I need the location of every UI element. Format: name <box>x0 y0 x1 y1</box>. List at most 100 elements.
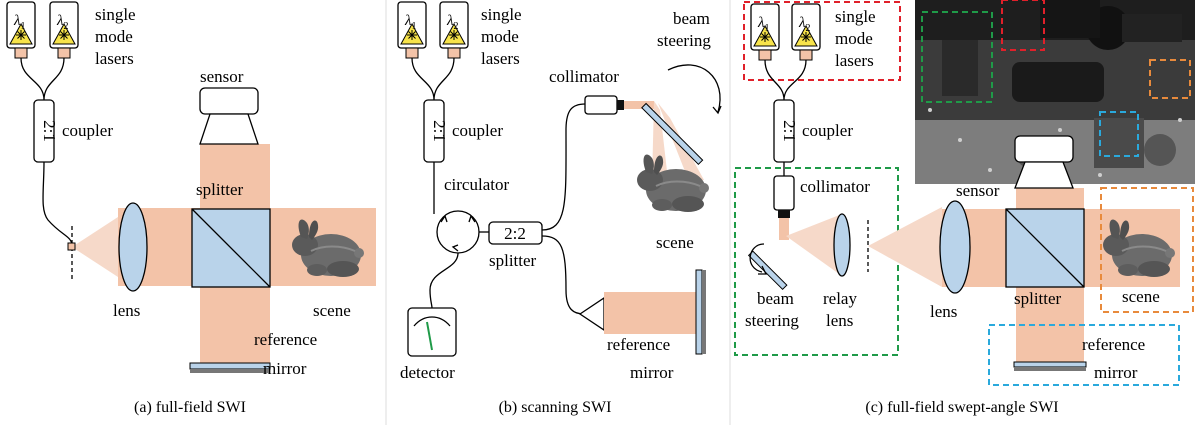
caption-c: (c) full-field swept-angle SWI <box>865 399 1058 416</box>
fiber-wire-b <box>411 57 455 101</box>
scene-label: scene <box>313 301 351 320</box>
collimator-tip <box>617 100 624 110</box>
lasers-label-b-line1: single <box>481 5 522 24</box>
fiber-to-detector <box>429 252 459 309</box>
lasers-label-c-line3: lasers <box>835 51 874 70</box>
fiber-to-collimator <box>541 103 586 231</box>
steering-mirror-c <box>747 250 788 291</box>
reference-label-c-line1: reference <box>1082 335 1145 354</box>
lasers-red-outline <box>743 1 901 81</box>
coupler-label: coupler <box>62 121 113 140</box>
lasers-label-b-line3: lasers <box>481 49 520 68</box>
detector-needle-icon <box>426 321 433 351</box>
steering-label-line2: steering <box>657 31 711 50</box>
fiber-splitter-box <box>488 221 543 245</box>
diverging-beam <box>72 217 118 277</box>
lasers-label-c-line2: mode <box>835 29 873 48</box>
lens-icon <box>118 202 148 292</box>
reference-mirror-b <box>695 269 703 355</box>
steering-arc <box>667 64 721 113</box>
lasers-label-line2: mode <box>95 27 133 46</box>
sensor-lens-icon <box>199 113 259 145</box>
fiber-wire-2 <box>42 161 73 247</box>
relay-label-line2: lens <box>826 311 853 330</box>
detector-dial <box>413 316 451 327</box>
scene-label-b: scene <box>656 233 694 252</box>
coupler-label-b: coupler <box>452 121 503 140</box>
lambda-2-label-b: λ2 <box>446 13 459 32</box>
photo-green-outline <box>921 11 993 103</box>
steering-arrow-icon <box>712 105 722 115</box>
collimator-label: collimator <box>549 67 619 86</box>
sensor-label: sensor <box>200 67 244 86</box>
splitter-label: splitter <box>196 180 244 199</box>
reference-label-line1: reference <box>254 330 317 349</box>
relay-label-line1: relay <box>823 289 857 308</box>
circulator-icon <box>436 210 480 254</box>
panel-a: λ1 λ2 single mode lasers 2:1 coupler len… <box>6 1 376 416</box>
reference-collimator-icon <box>578 296 605 332</box>
sensor-label-c: sensor <box>956 181 1000 200</box>
fiber-tip <box>67 242 76 251</box>
collimator-body-c <box>773 175 795 211</box>
lens-icon-c <box>939 200 971 294</box>
lasers-label-line3: lasers <box>95 49 134 68</box>
relay-lens-icon <box>833 213 851 277</box>
steering-arrow-icon-c <box>758 265 768 275</box>
panel-c: λ1 λ2 single mode lasers 2:1 coupler col… <box>734 0 1195 416</box>
lens-label-c: lens <box>930 302 957 321</box>
sensor-body-c <box>1014 135 1074 163</box>
reference-mirror-back <box>190 369 270 373</box>
reference-beam <box>604 292 696 334</box>
fiber-to-reference <box>541 235 585 315</box>
reference-mirror-c-back <box>1014 367 1086 371</box>
photo-orange-outline <box>1149 59 1191 99</box>
coupler-label-c: coupler <box>802 121 853 140</box>
reference-label-b-line1: reference <box>607 335 670 354</box>
diverging-beam-c <box>868 207 942 287</box>
collimator-label-c: collimator <box>800 177 870 196</box>
lambda-1-label: λ1 <box>13 13 26 32</box>
lasers-label-line1: single <box>95 5 136 24</box>
collimator-body <box>584 95 618 115</box>
lambda-1-label-c: λ1 <box>757 15 770 34</box>
reference-label-b-line2: mirror <box>630 363 674 382</box>
steering-mirror <box>641 102 704 166</box>
swept-angle-green-outline <box>734 167 899 356</box>
fiber-wire-c <box>764 59 807 101</box>
photo-red-outline <box>1001 0 1045 51</box>
lasers-label-b-line2: mode <box>481 27 519 46</box>
lambda-1-label-b: λ1 <box>404 13 417 32</box>
scene-orange-outline <box>1100 187 1194 313</box>
collimated-beam <box>624 101 654 109</box>
reference-label-line2: mirror <box>263 359 307 378</box>
collimator-tip-c <box>778 210 790 218</box>
reference-blue-outline <box>988 324 1180 386</box>
fiber-wire <box>20 57 65 101</box>
steering-arc-c <box>749 243 765 273</box>
steering-label-line1: beam <box>673 9 710 28</box>
sensor-lens-icon-c <box>1014 161 1074 189</box>
lens-label: lens <box>113 301 140 320</box>
reference-mirror <box>189 362 271 370</box>
caption-b: (b) scanning SWI <box>499 399 612 416</box>
coupler-ratio-c: 2:1 <box>780 120 799 142</box>
fiber-splitter-label: splitter <box>489 251 537 270</box>
circulator-arrows <box>440 214 476 252</box>
coupler-ratio-b: 2:1 <box>430 120 449 142</box>
relay-beam <box>786 214 842 276</box>
reference-mirror-c <box>1013 361 1087 368</box>
circulator-label: circulator <box>444 175 509 194</box>
lambda-2-label: λ2 <box>56 13 69 32</box>
reference-mirror-b-back <box>702 270 706 354</box>
collimated-beam-c <box>779 218 789 240</box>
panel-b: λ1 λ2 single mode lasers 2:1 coupler cir… <box>397 1 722 416</box>
splitter-diagonal <box>191 208 271 288</box>
detector-label: detector <box>400 363 455 382</box>
sensor-body <box>199 87 259 115</box>
steering-label-c-line1: beam <box>757 289 794 308</box>
scene-label-c: scene <box>1122 287 1160 306</box>
lasers-label-c-line1: single <box>835 7 876 26</box>
reference-label-c-line2: mirror <box>1094 363 1138 382</box>
